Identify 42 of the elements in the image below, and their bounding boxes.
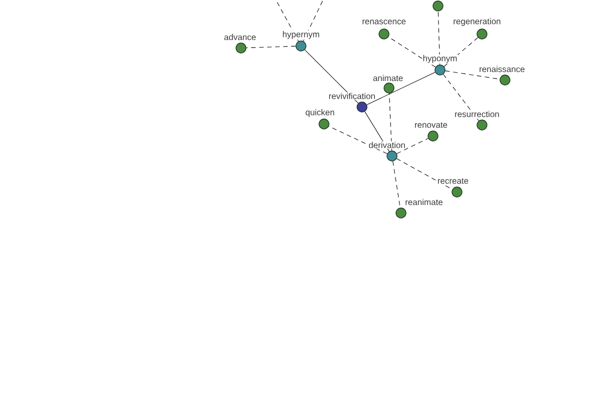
dot xyxy=(296,40,306,52)
word-label: revivification xyxy=(328,92,376,100)
dot xyxy=(452,186,462,198)
word-label: hypernym xyxy=(282,30,320,40)
word-label: renascence xyxy=(361,19,407,25)
connector xyxy=(396,138,428,154)
dot xyxy=(476,120,488,130)
dot xyxy=(378,28,390,40)
connector xyxy=(438,11,440,65)
word-label: recreate xyxy=(436,178,470,184)
dot xyxy=(396,208,406,218)
dot xyxy=(500,74,510,86)
connector xyxy=(303,0,324,42)
dot xyxy=(356,102,368,112)
dot xyxy=(386,150,398,162)
word-label: regeneration xyxy=(452,17,502,27)
word-label: quicken xyxy=(304,108,336,118)
connector xyxy=(304,50,358,104)
dot xyxy=(318,118,330,130)
connector xyxy=(445,70,500,80)
word-label: derivation xyxy=(368,141,406,149)
dot xyxy=(384,82,394,94)
word-label: resurrection xyxy=(454,110,500,118)
connector xyxy=(392,161,400,208)
word-label: reanimate xyxy=(404,198,444,206)
connector xyxy=(328,126,388,154)
dot xyxy=(476,28,488,40)
word-label: renovate xyxy=(414,122,448,128)
dot xyxy=(236,42,246,54)
dot xyxy=(432,0,444,12)
connector xyxy=(366,72,436,105)
connector xyxy=(442,74,480,122)
word-label: advance xyxy=(223,33,257,41)
connector xyxy=(276,0,299,42)
dot xyxy=(434,64,446,76)
dot xyxy=(428,130,438,142)
word-label: hyponym xyxy=(422,54,458,64)
connector xyxy=(246,46,296,48)
connector xyxy=(388,93,392,151)
connector xyxy=(444,37,478,67)
word-label: animate xyxy=(372,74,404,82)
word-label: renaissance xyxy=(478,65,526,73)
